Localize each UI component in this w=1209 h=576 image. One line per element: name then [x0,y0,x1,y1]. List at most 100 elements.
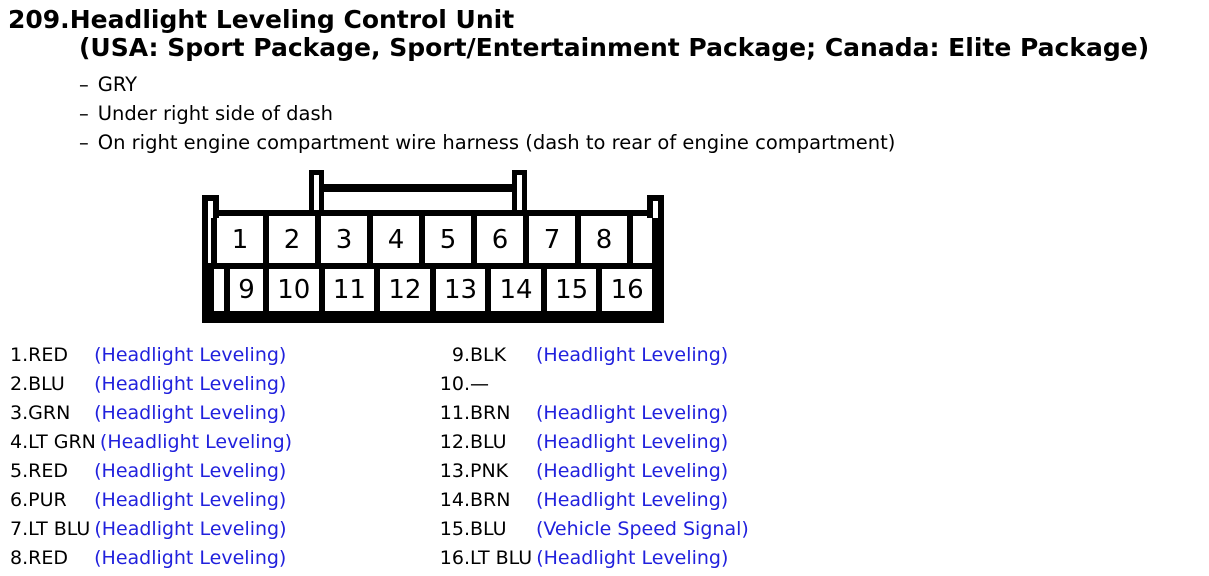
pin-wire-color: — [470,373,489,395]
pin-row: 12.BLU (Headlight Leveling) [437,428,749,457]
pin-function: (Headlight Leveling) [94,489,287,511]
pin-number: 8. [10,547,29,569]
pin-row: 5.RED (Headlight Leveling) [10,457,292,486]
pin-cell-12: 12 [374,263,436,317]
note-text: Under right side of dash [97,102,333,125]
pin-cell-14: 14 [485,263,547,317]
pin-cell-16: 16 [596,263,658,317]
pin-number: 15. [439,518,470,540]
pin-list-right: 9.BLK(Headlight Leveling) 10.— 11.BRN(He… [437,341,749,573]
pin-cell-2: 2 [263,216,321,269]
pin-wire-color: PNK [470,460,509,482]
pin-wire-color: BLU [470,518,507,540]
pin-row: 3.GRN (Headlight Leveling) [10,399,292,428]
section-number: 209. [8,5,70,34]
pin-function: (Headlight Leveling) [536,431,729,453]
pin-wire-color: LT GRN [28,431,96,453]
pin-function: (Headlight Leveling) [536,402,729,424]
pin-number: 11. [439,402,470,424]
pin-row: 15.BLU (Vehicle Speed Signal) [437,515,749,544]
note-text: On right engine compartment wire harness… [97,131,896,154]
pin-number: 14. [439,489,470,511]
mount-tab-left [202,195,219,218]
pin-cell-8: 8 [575,216,633,269]
dash-marker: – [79,131,89,154]
pin-function: (Headlight Leveling) [94,402,287,424]
pin-number: 9. [451,344,470,366]
pin-row: 13.PNK (Headlight Leveling) [437,457,749,486]
pin-cell-1: 1 [211,216,269,269]
pin-number: 13. [439,460,470,482]
note-item: –On right engine compartment wire harnes… [79,128,895,157]
pin-row: 7.LT BLU(Headlight Leveling) [10,515,292,544]
note-item: –Under right side of dash [79,99,895,128]
latch-bar [316,184,520,192]
pin-number: 3. [10,402,29,424]
pin-wire-color: BRN [470,489,511,511]
pin-number: 7. [10,518,29,540]
pin-function: (Headlight Leveling) [536,489,729,511]
pin-wire-color: BLU [470,431,507,453]
section-title: Headlight Leveling Control Unit [69,5,515,34]
pin-function: (Headlight Leveling) [94,460,287,482]
pin-wire-color: LT BLU [28,518,91,540]
note-item: –GRY [79,70,895,99]
pin-row: 14.BRN (Headlight Leveling) [437,486,749,515]
pin-function: (Headlight Leveling) [536,547,729,569]
page-title: 209.Headlight Leveling Control Unit [8,5,514,34]
pin-wire-color: GRN [28,402,71,424]
pin-function: (Headlight Leveling) [94,518,287,540]
connector-body: 1 2 3 4 5 6 7 8 9 10 11 12 13 14 15 16 [202,210,664,323]
pin-function: (Headlight Leveling) [94,344,287,366]
connector-row-top: 1 2 3 4 5 6 7 8 [208,216,658,269]
pin-wire-color: BLU [28,373,65,395]
pin-cell-11: 11 [318,263,381,317]
pin-row: 6.PUR (Headlight Leveling) [10,486,292,515]
connector-diagram: 1 2 3 4 5 6 7 8 9 10 11 12 13 14 15 16 [202,168,664,323]
pin-number: 12. [439,431,470,453]
pin-row: 4.LT GRN(Headlight Leveling) [10,428,292,457]
pin-function: (Headlight Leveling) [94,373,287,395]
pin-function: (Vehicle Speed Signal) [536,518,749,540]
pin-wire-color: RED [28,460,68,482]
pin-row: 16.LT BLU(Headlight Leveling) [437,544,749,573]
connector-row-bottom: 9 10 11 12 13 14 15 16 [208,263,658,317]
pin-number: 1. [10,344,29,366]
notes-list: –GRY –Under right side of dash –On right… [79,70,895,157]
pin-number: 10. [439,373,470,395]
pin-number: 2. [10,373,29,395]
pin-wire-color: PUR [28,489,67,511]
pin-wire-color: BLK [470,344,507,366]
pin-function: (Headlight Leveling) [536,460,729,482]
pin-wire-color: RED [28,344,68,366]
pin-number: 16. [439,547,470,569]
blank-cell-top-right [627,216,658,269]
pin-row: 1.RED (Headlight Leveling) [10,341,292,370]
note-text: GRY [97,73,138,96]
pin-function: (Headlight Leveling) [536,344,729,366]
dash-marker: – [79,102,89,125]
pin-cell-15: 15 [540,263,603,317]
pin-cell-13: 13 [429,263,492,317]
pin-wire-color: LT BLU [470,547,533,569]
pin-function: (Headlight Leveling) [94,547,287,569]
pin-cell-6: 6 [471,216,529,269]
pin-list-left: 1.RED(Headlight Leveling) 2.BLU(Headligh… [10,341,292,573]
pin-number: 5. [10,460,29,482]
pin-number: 6. [10,489,29,511]
pin-function: (Headlight Leveling) [99,431,293,453]
pin-row: 8.RED(Headlight Leveling) [10,544,292,573]
pin-cell-3: 3 [315,216,373,269]
pin-row: 10.— [437,370,749,399]
pin-row: 11.BRN (Headlight Leveling) [437,399,749,428]
pin-row: 2.BLU (Headlight Leveling) [10,370,292,399]
pin-number: 4. [10,431,29,453]
dash-marker: – [79,73,89,96]
pin-cell-10: 10 [263,263,325,317]
pin-wire-color: BRN [470,402,511,424]
pin-cell-5: 5 [419,216,477,269]
pin-cell-7: 7 [523,216,581,269]
pin-cell-4: 4 [367,216,425,269]
mount-tab-right [647,195,664,218]
